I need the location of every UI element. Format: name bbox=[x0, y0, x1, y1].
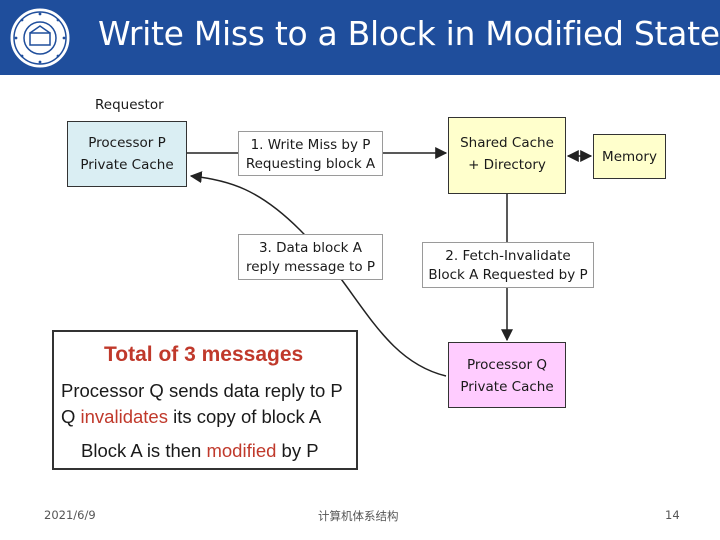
summary-line-2-start: Q bbox=[61, 406, 81, 427]
summary-keyword-invalidates: invalidates bbox=[80, 406, 168, 427]
slide-title: Write Miss to a Block in Modified State bbox=[98, 14, 720, 53]
footer-course: 计算机体系结构 bbox=[318, 509, 399, 523]
message-1-line-2: Requesting block A bbox=[245, 156, 376, 172]
message-3: 3. Data block A reply message to P bbox=[238, 234, 383, 280]
summary-box: Total of 3 messages Processor Q sends da… bbox=[52, 330, 358, 470]
summary-keyword-modified: modified bbox=[206, 440, 277, 461]
shared-cache-label: Shared Cache bbox=[460, 135, 554, 151]
message-2: 2. Fetch-Invalidate Block A Requested by… bbox=[422, 242, 594, 288]
shared-cache-box: Shared Cache + Directory bbox=[448, 117, 566, 194]
summary-line-3-end: by P bbox=[276, 440, 319, 461]
requestor-label: Requestor bbox=[95, 97, 164, 113]
summary-line-3: Block A is then modified by P bbox=[81, 440, 319, 462]
memory-box: Memory bbox=[593, 134, 666, 179]
summary-line-2-end: its copy of block A bbox=[167, 406, 322, 427]
processor-q-cache-label: Private Cache bbox=[460, 379, 554, 395]
processor-q-box: Processor Q Private Cache bbox=[448, 342, 566, 408]
message-2-line-2: Block A Requested by P bbox=[428, 267, 588, 283]
summary-line-3-start: Block A is then bbox=[81, 440, 207, 461]
message-2-line-1: 2. Fetch-Invalidate bbox=[445, 248, 571, 264]
processor-q-label: Processor Q bbox=[467, 357, 547, 373]
summary-title: Total of 3 messages bbox=[104, 343, 304, 366]
processor-p-label: Processor P bbox=[88, 135, 166, 151]
processor-p-cache-label: Private Cache bbox=[80, 157, 174, 173]
university-seal-icon bbox=[9, 7, 71, 69]
title-bar: Write Miss to a Block in Modified State bbox=[0, 0, 720, 75]
footer-date: 2021/6/9 bbox=[44, 508, 96, 522]
page-number: 14 bbox=[665, 508, 680, 522]
message-1: 1. Write Miss by P Requesting block A bbox=[238, 131, 383, 176]
message-3-line-1: 3. Data block A bbox=[258, 240, 363, 256]
message-3-line-2: reply message to P bbox=[245, 259, 376, 275]
directory-label: + Directory bbox=[468, 157, 546, 173]
memory-label: Memory bbox=[602, 149, 657, 165]
summary-line-1: Processor Q sends data reply to P bbox=[61, 380, 343, 401]
message-1-line-1: 1. Write Miss by P bbox=[250, 137, 371, 153]
summary-line-2: Q invalidates its copy of block A bbox=[61, 406, 321, 428]
processor-p-box: Processor P Private Cache bbox=[67, 121, 187, 187]
